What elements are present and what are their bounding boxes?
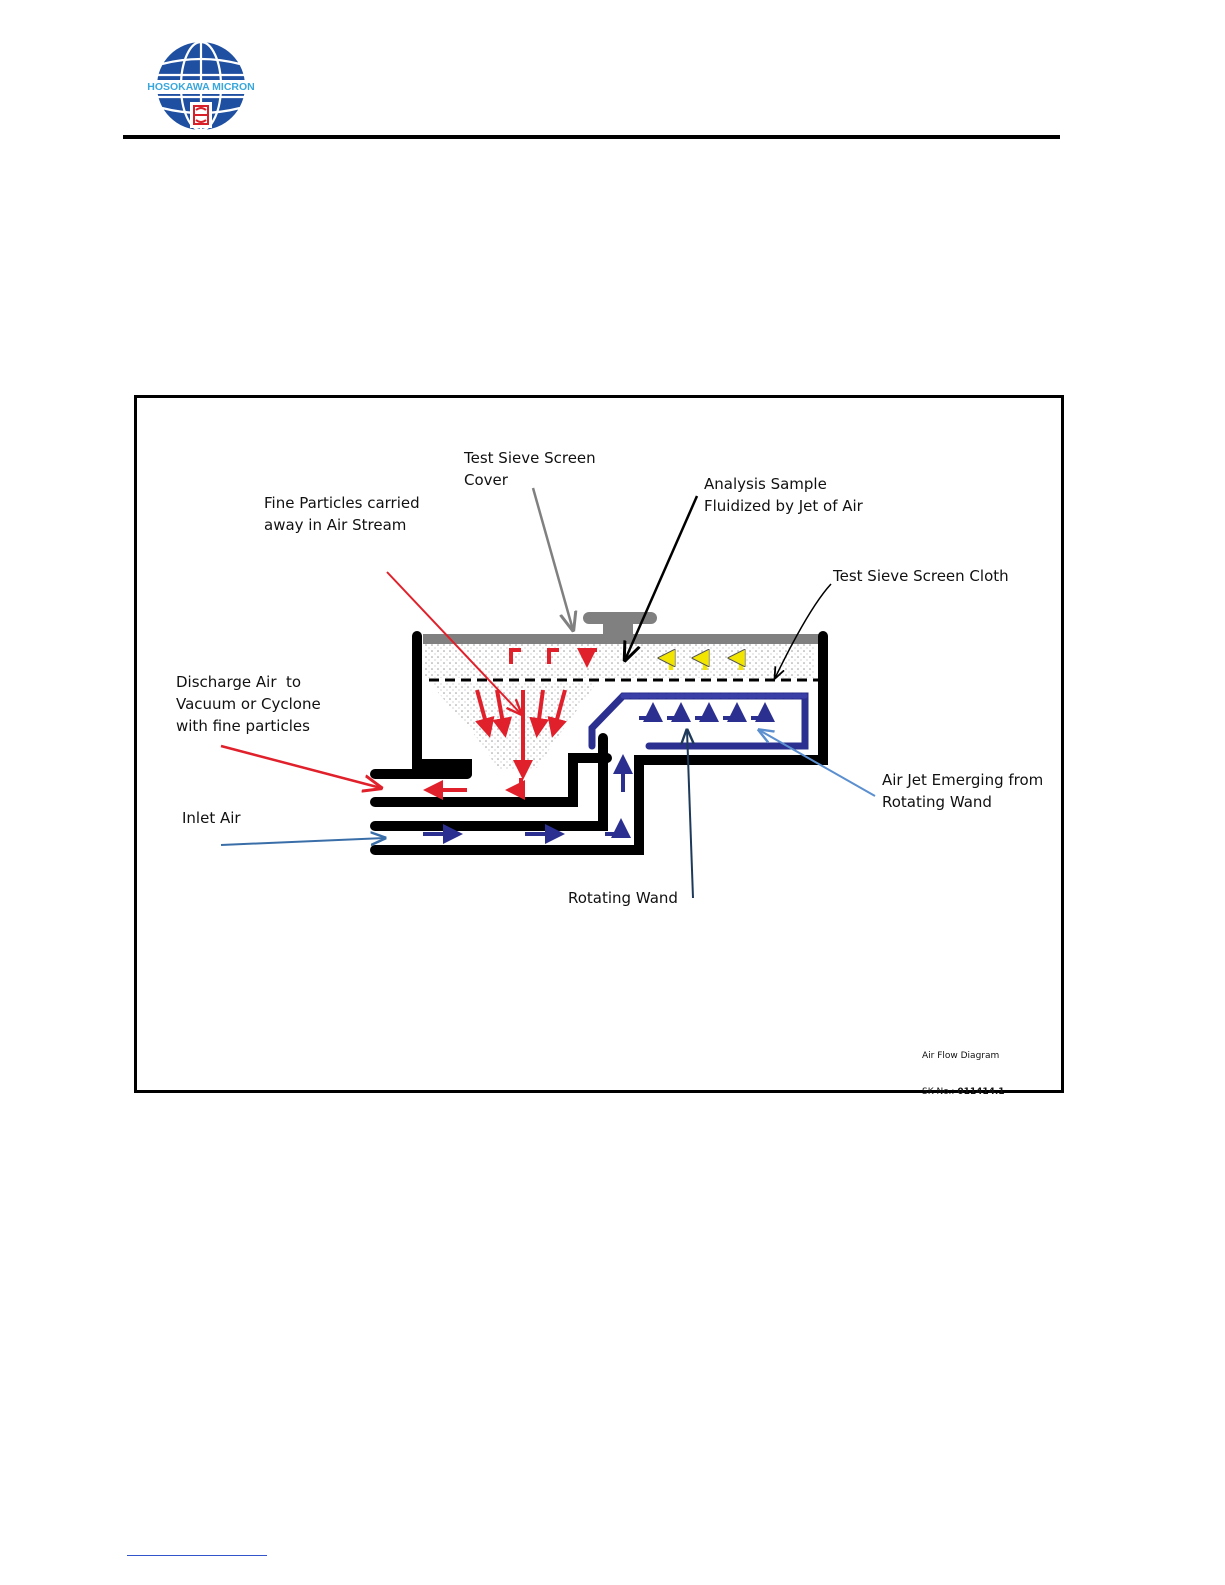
rotating-wand: [588, 692, 809, 750]
discharge-air-arrows: [423, 650, 597, 800]
inlet-air-arrows: [423, 702, 775, 844]
label-sieve-cover: Test Sieve Screen Cover: [464, 449, 596, 489]
logo-wordmark: HOSOKAWA MICRON: [141, 80, 261, 94]
leader-analysis-sample: [625, 495, 699, 660]
leader-inlet-air: [220, 838, 385, 845]
sample-flow-arrows: [661, 658, 741, 670]
label-fine-particles: Fine Particles carried away in Air Strea…: [264, 494, 420, 534]
label-rotating-wand: Rotating Wand: [568, 889, 678, 907]
label-inlet-air: Inlet Air: [182, 809, 241, 827]
diagram-caption: Air Flow Diagram SK No.: 011414.1: [922, 1026, 1005, 1122]
leader-discharge-air: [220, 744, 381, 788]
label-discharge-air: Discharge Air to Vacuum or Cyclone with …: [176, 673, 321, 735]
leader-air-jet: [759, 730, 876, 797]
fine-particle-cloud: [429, 682, 597, 770]
leader-sieve-cover: [531, 487, 573, 630]
leader-sieve-cloth: [775, 583, 832, 678]
sieve-cover-plate: [423, 634, 825, 644]
caption-title: Air Flow Diagram: [922, 1051, 1000, 1061]
label-sieve-cloth: Test Sieve Screen Cloth: [833, 567, 1009, 585]
header-divider: [123, 135, 1060, 139]
caption-sk-number: SK No.: 011414.1: [922, 1087, 1005, 1097]
label-analysis-sample: Analysis Sample Fluidized by Jet of Air: [704, 475, 863, 515]
footer-underline: [127, 1555, 267, 1556]
leader-rotating-wand: [687, 730, 693, 899]
sieve-cover-knob: [583, 612, 657, 624]
analysis-sample-particles: [425, 642, 815, 678]
label-air-jet: Air Jet Emerging from Rotating Wand: [882, 771, 1044, 811]
air-flow-diagram: [220, 487, 876, 899]
air-flow-diagram-frame: Test Sieve Screen Cover Fine Particles c…: [134, 395, 1064, 1097]
leader-fine-particles: [386, 571, 521, 714]
sieve-cover-stem: [603, 622, 633, 636]
